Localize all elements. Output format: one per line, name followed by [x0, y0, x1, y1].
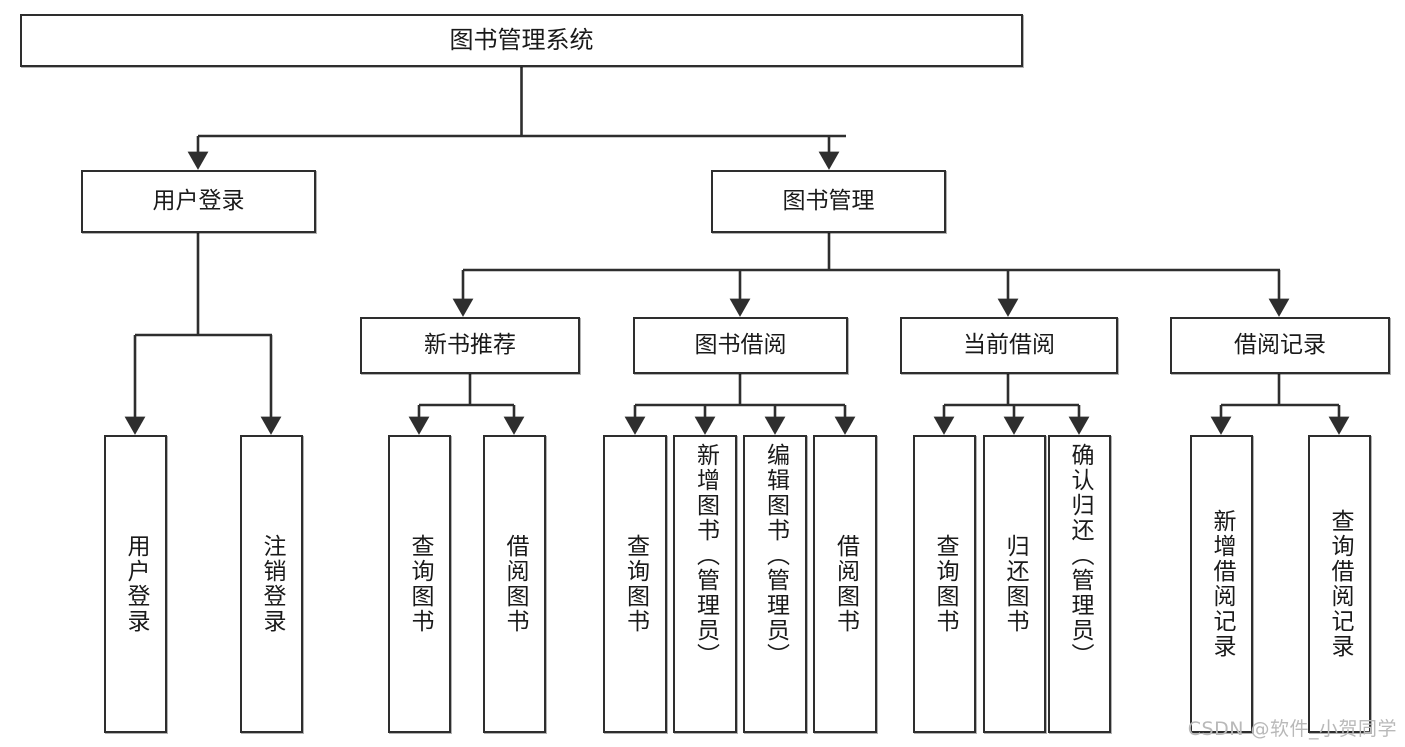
node-label: 新增图书（管理员） — [692, 443, 719, 668]
leaf-edit-book-admin[interactable]: 编辑图书（管理员） — [743, 435, 807, 733]
node-label: 图书管理系统 — [449, 26, 594, 55]
node-label: 查询图书 — [407, 534, 433, 634]
node-root-system[interactable]: 图书管理系统 — [20, 14, 1023, 67]
node-label: 新书推荐 — [424, 331, 516, 358]
node-book-management[interactable]: 图书管理 — [711, 170, 946, 233]
node-label: 借阅图书 — [832, 534, 859, 634]
node-label: 用户登录 — [152, 187, 245, 214]
leaf-user-logout[interactable]: 注销登录 — [240, 435, 303, 733]
leaf-add-book-admin[interactable]: 新增图书（管理员） — [673, 435, 737, 733]
leaf-return-book[interactable]: 归还图书 — [983, 435, 1046, 733]
node-book-borrow[interactable]: 图书借阅 — [633, 317, 848, 374]
leaf-query-book-borrow[interactable]: 查询图书 — [603, 435, 667, 733]
node-label: 用户登录 — [123, 534, 149, 634]
node-label: 借阅记录 — [1234, 331, 1326, 358]
node-label: 查询图书 — [932, 534, 958, 634]
leaf-query-borrow-record[interactable]: 查询借阅记录 — [1308, 435, 1371, 733]
node-user-login[interactable]: 用户登录 — [81, 170, 316, 233]
node-label: 注销登录 — [259, 534, 285, 634]
node-label: 新增借阅记录 — [1209, 509, 1235, 659]
leaf-query-book-newbook[interactable]: 查询图书 — [388, 435, 451, 733]
node-label: 图书借阅 — [694, 331, 787, 358]
leaf-lend-book[interactable]: 借阅图书 — [813, 435, 877, 733]
node-label: 查询图书 — [622, 534, 649, 634]
node-label: 借阅图书 — [502, 534, 528, 634]
node-current-borrow[interactable]: 当前借阅 — [900, 317, 1118, 374]
node-borrow-record[interactable]: 借阅记录 — [1170, 317, 1390, 374]
node-label: 归还图书 — [1002, 534, 1028, 634]
node-label: 当前借阅 — [963, 331, 1055, 358]
leaf-user-login[interactable]: 用户登录 — [104, 435, 167, 733]
node-label: 编辑图书（管理员） — [762, 443, 789, 668]
watermark-text: CSDN @软件_小贺同学 — [1187, 718, 1397, 740]
node-label: 确认归还（管理员） — [1067, 443, 1093, 668]
leaf-query-book-current[interactable]: 查询图书 — [913, 435, 976, 733]
node-new-book-recommend[interactable]: 新书推荐 — [360, 317, 580, 374]
node-label: 图书管理 — [782, 187, 875, 214]
leaf-confirm-return-admin[interactable]: 确认归还（管理员） — [1048, 435, 1111, 733]
leaf-borrow-book-newbook[interactable]: 借阅图书 — [483, 435, 546, 733]
node-label: 查询借阅记录 — [1327, 509, 1353, 659]
leaf-add-borrow-record[interactable]: 新增借阅记录 — [1190, 435, 1253, 733]
